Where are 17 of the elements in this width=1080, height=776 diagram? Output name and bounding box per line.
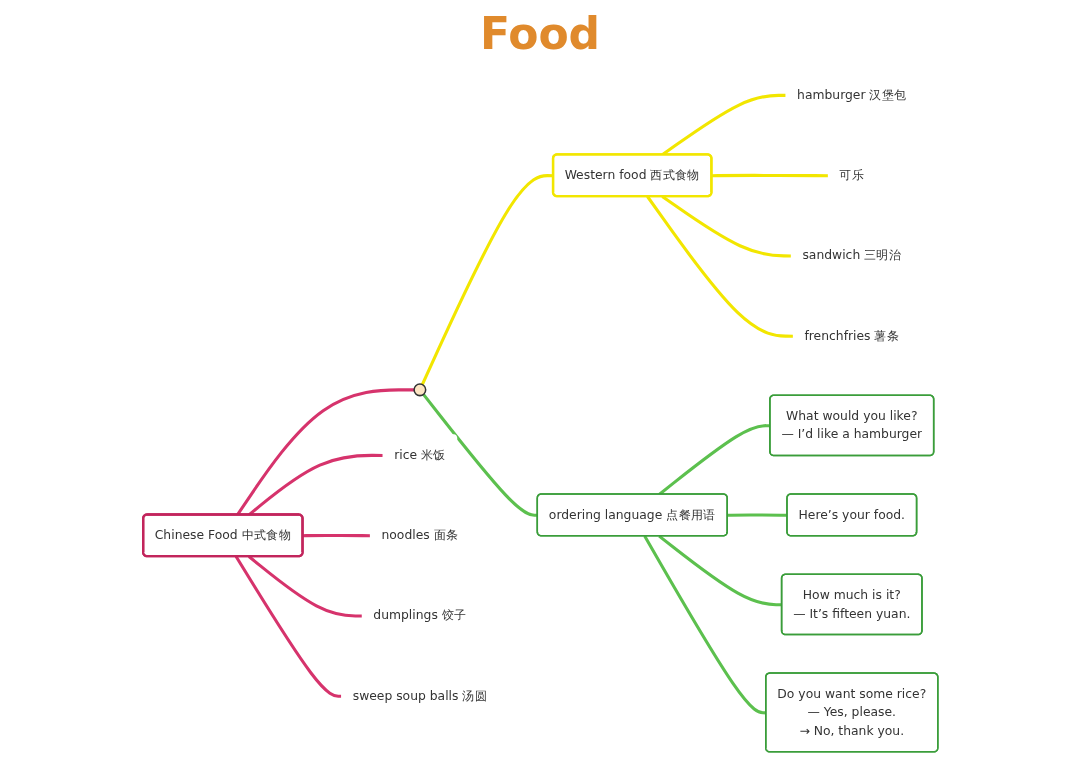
node-text: sweep soup balls 汤圆 bbox=[352, 688, 487, 703]
connector bbox=[711, 173, 828, 178]
title: Food bbox=[478, 8, 602, 59]
node-circle bbox=[412, 383, 426, 397]
node-text: sandwich 三明治 bbox=[801, 247, 901, 263]
node-text: dumplings 饺子 bbox=[372, 607, 466, 623]
connector bbox=[657, 424, 770, 496]
node-text: rice 米饭 bbox=[393, 447, 446, 463]
node-text: noodles 面条 bbox=[380, 527, 458, 543]
connector bbox=[420, 174, 553, 386]
connector bbox=[727, 513, 787, 517]
node-text: frenchfries 薯条 bbox=[803, 328, 899, 343]
connector bbox=[302, 533, 370, 538]
connector bbox=[657, 534, 782, 607]
node-text: 可乐 bbox=[838, 167, 864, 183]
connector bbox=[642, 535, 766, 715]
node-text: hamburger 汉堡包 bbox=[796, 87, 907, 102]
